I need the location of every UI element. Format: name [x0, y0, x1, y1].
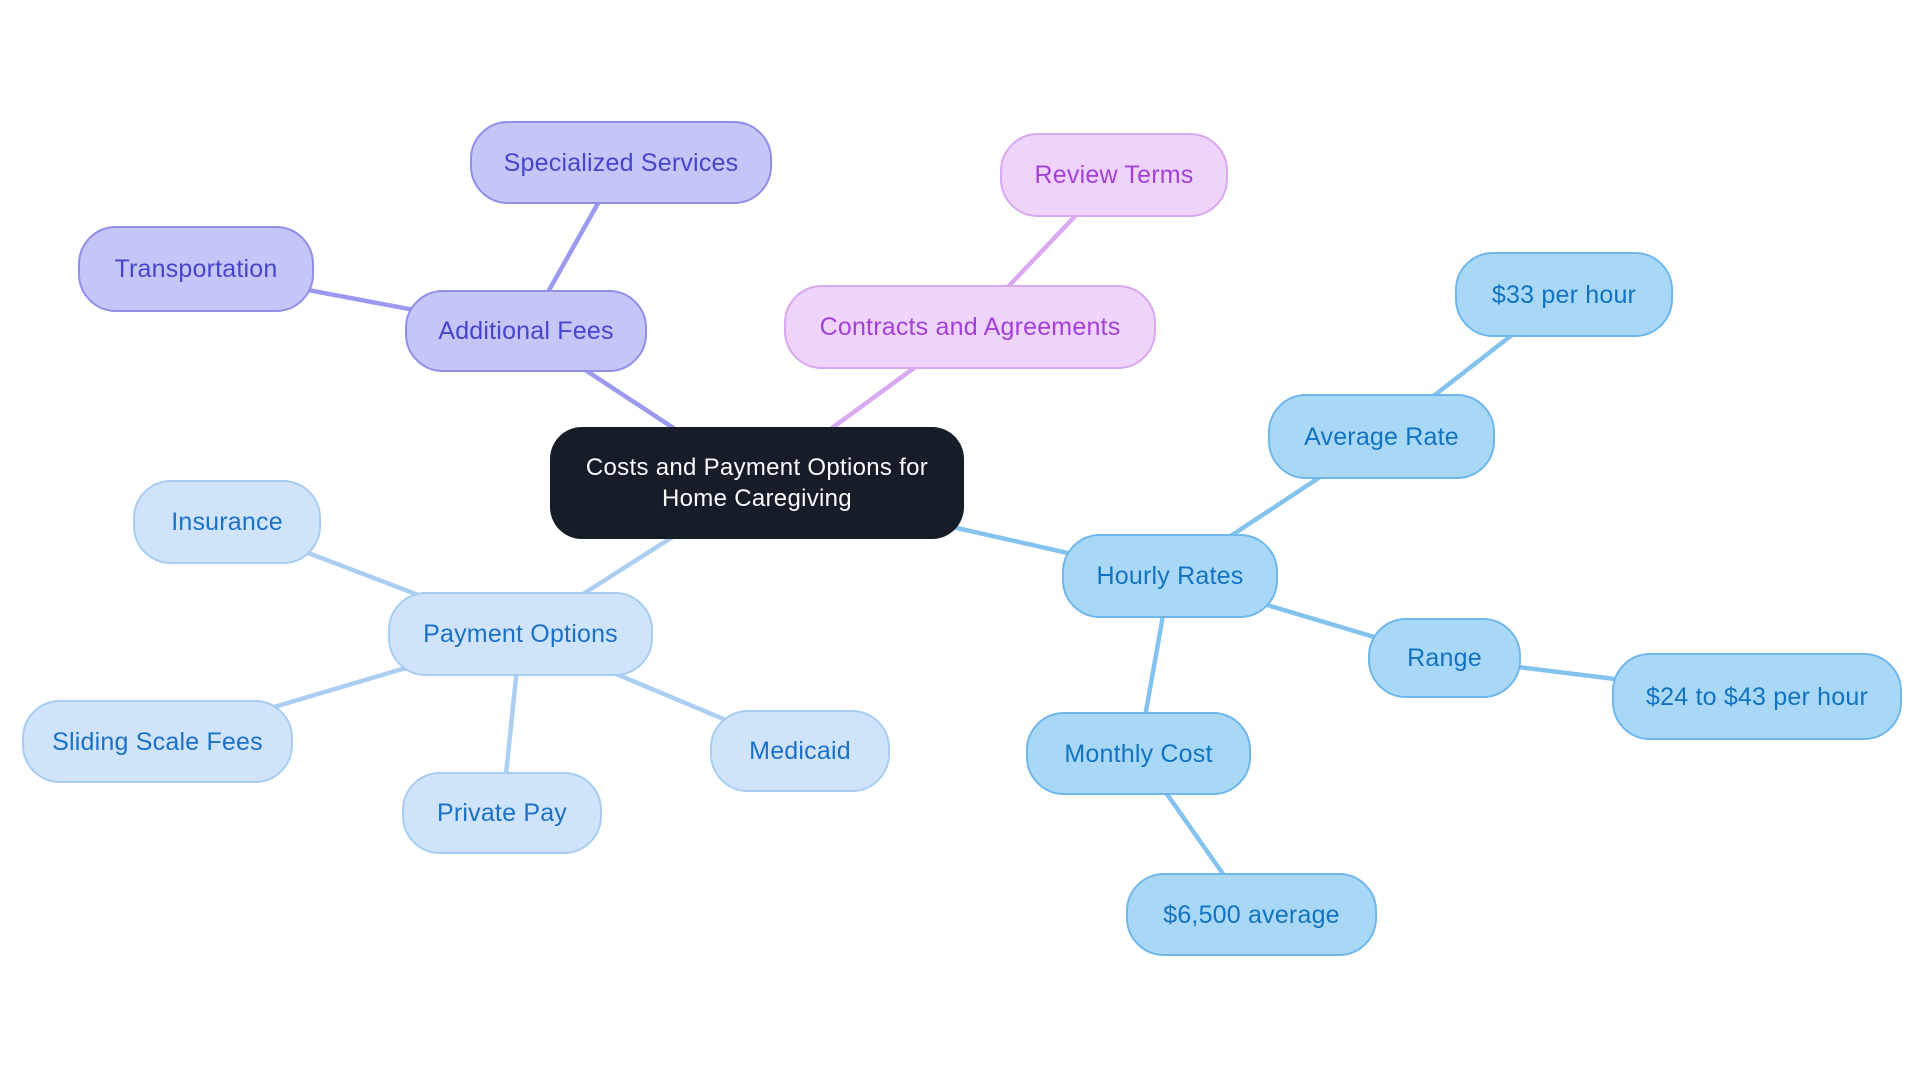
- mindmap-node-contracts[interactable]: Contracts and Agreements: [784, 285, 1156, 369]
- mindmap-node-sliding-scale-fees[interactable]: Sliding Scale Fees: [22, 700, 293, 783]
- mindmap-node-payment-options[interactable]: Payment Options: [388, 592, 653, 676]
- node-label-insurance: Insurance: [171, 508, 283, 536]
- node-label-monthly-value: $6,500 average: [1163, 900, 1340, 929]
- node-label-monthly-cost: Monthly Cost: [1064, 739, 1213, 768]
- mindmap-node-monthly-value[interactable]: $6,500 average: [1126, 873, 1377, 956]
- node-label-hourly-rates: Hourly Rates: [1096, 562, 1244, 590]
- mindmap-node-private-pay[interactable]: Private Pay: [402, 772, 602, 854]
- mindmap-node-central[interactable]: Costs and Payment Options for Home Careg…: [550, 427, 964, 539]
- mindmap-node-additional-fees[interactable]: Additional Fees: [405, 290, 647, 372]
- mindmap-node-range[interactable]: Range: [1368, 618, 1521, 698]
- node-label-transportation: Transportation: [114, 255, 278, 283]
- node-label-payment-options: Payment Options: [423, 620, 618, 648]
- node-label-rate-33: $33 per hour: [1491, 280, 1637, 309]
- node-label-range-value: $24 to $43 per hour: [1645, 682, 1869, 711]
- node-label-sliding-scale-fees: Sliding Scale Fees: [52, 727, 263, 756]
- mindmap-node-specialized-services[interactable]: Specialized Services: [470, 121, 772, 204]
- node-label-contracts: Contracts and Agreements: [819, 313, 1121, 341]
- mindmap-node-hourly-rates[interactable]: Hourly Rates: [1062, 534, 1278, 618]
- mindmap-node-range-value[interactable]: $24 to $43 per hour: [1612, 653, 1902, 740]
- node-label-medicaid: Medicaid: [749, 737, 851, 765]
- mindmap-node-transportation[interactable]: Transportation: [78, 226, 314, 312]
- mindmap-node-monthly-cost[interactable]: Monthly Cost: [1026, 712, 1251, 795]
- node-label-average-rate: Average Rate: [1304, 422, 1459, 451]
- mindmap-node-review-terms[interactable]: Review Terms: [1000, 133, 1228, 217]
- node-label-central: Costs and Payment Options for Home Careg…: [585, 453, 929, 512]
- mindmap-node-average-rate[interactable]: Average Rate: [1268, 394, 1495, 479]
- mindmap-node-rate-33[interactable]: $33 per hour: [1455, 252, 1673, 337]
- node-label-range: Range: [1407, 644, 1482, 672]
- node-label-additional-fees: Additional Fees: [438, 317, 614, 345]
- node-label-specialized-services: Specialized Services: [503, 148, 739, 177]
- node-label-review-terms: Review Terms: [1034, 161, 1194, 189]
- mindmap-node-insurance[interactable]: Insurance: [133, 480, 321, 564]
- mindmap-node-medicaid[interactable]: Medicaid: [710, 710, 890, 792]
- node-label-private-pay: Private Pay: [436, 799, 568, 827]
